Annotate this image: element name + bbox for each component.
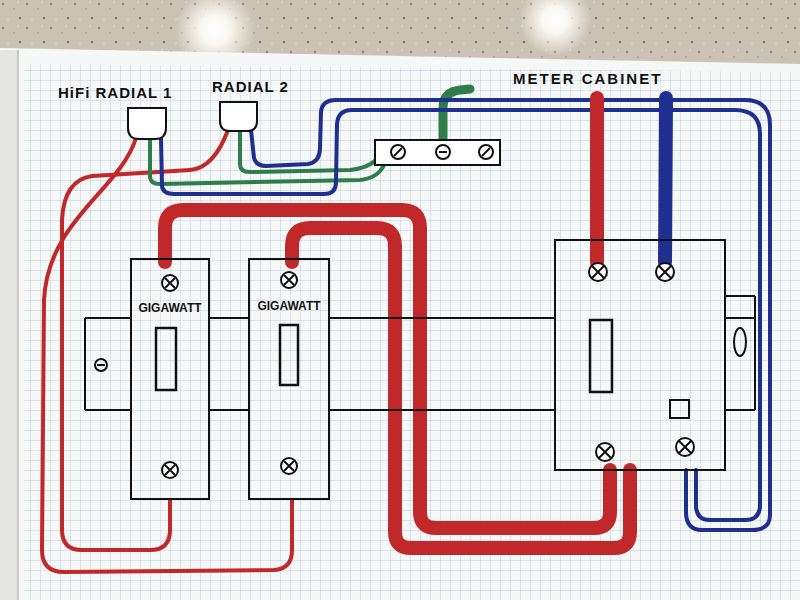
wires (42, 89, 770, 572)
switch-toggle (280, 325, 298, 385)
wire-label: METER CABINET (513, 70, 662, 88)
brand-label: GIGAWATT (138, 301, 201, 315)
switched-live-cable (165, 210, 610, 528)
bracket-screw-slot (97, 364, 105, 366)
screw-slot (592, 266, 604, 278)
screw-slot (599, 446, 611, 458)
meter-neutral-cable (665, 98, 666, 262)
earth-cable (443, 89, 470, 142)
bracket-end (85, 296, 755, 410)
terminal-screw-slot (394, 148, 402, 156)
terminal-screw (436, 145, 450, 159)
switch-toggle (590, 320, 612, 392)
bracket-screw (95, 359, 107, 371)
screw-head (656, 263, 674, 281)
screw-head (281, 458, 297, 474)
switched-live-cable (292, 228, 630, 548)
switch-plate: GIGAWATT (130, 258, 210, 500)
page-edge (0, 50, 18, 600)
screw-head (596, 443, 614, 461)
switch-toggle (156, 328, 176, 390)
screw-slot (165, 465, 175, 475)
terminal-screw-slot (482, 148, 490, 156)
meter-live-cable (590, 98, 604, 262)
screw-slot (679, 441, 691, 453)
screw-head (589, 263, 607, 281)
page-edge-line (17, 50, 19, 600)
mounting-bracket (85, 296, 755, 410)
screw-head (281, 272, 297, 288)
plate-screws (162, 263, 694, 478)
wire-label: HiFi RADIAL 1 (58, 84, 172, 102)
brand-label: GIGAWATT (257, 299, 320, 313)
main-switch-plate (555, 240, 725, 470)
cable-end (220, 102, 257, 131)
ceiling-light-reflection (519, 0, 591, 56)
screw-head (676, 438, 694, 456)
screw-head (162, 462, 178, 478)
terminal-screw-slot (439, 151, 447, 153)
earth-terminal-block (375, 140, 500, 165)
screw-slot (659, 266, 671, 278)
wire-label-holder: RADIAL 2 (212, 78, 289, 96)
screw-head (162, 275, 178, 291)
terminal-screws (391, 145, 493, 159)
earth-wire (150, 138, 384, 184)
wire-label: RADIAL 2 (212, 78, 289, 96)
cable-end (128, 108, 166, 139)
wire-label-holder: HiFi RADIAL 1 (58, 84, 172, 102)
bracket-slot (734, 328, 746, 356)
indicator-window (670, 400, 689, 418)
terminal-screw (391, 145, 405, 159)
paper (0, 48, 800, 600)
terminal-screw (479, 145, 493, 159)
screw-slot (284, 461, 294, 471)
switch-plate: GIGAWATT (248, 258, 330, 500)
wire-label-holder: METER CABINET (513, 70, 662, 88)
bracket-edge (85, 409, 755, 411)
screw-slot (165, 278, 175, 288)
screw-slot (284, 275, 294, 285)
graph-grid (24, 64, 800, 600)
bracket-edge (85, 317, 755, 319)
